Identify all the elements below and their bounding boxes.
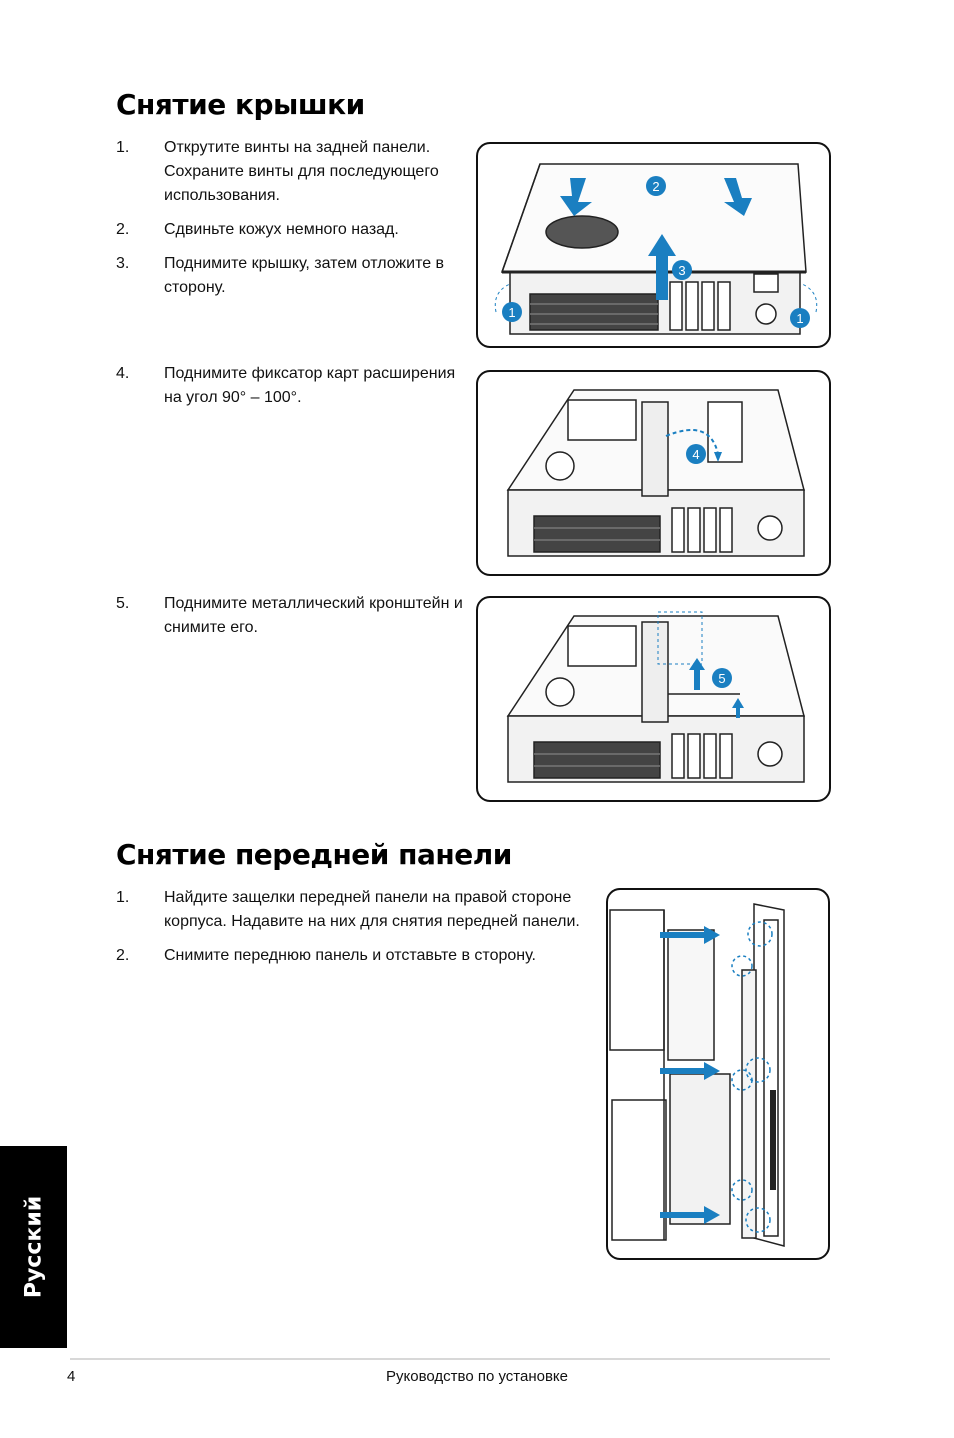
steps-expansion-lock: 4. Поднимите фиксатор карт расширения на…	[116, 362, 466, 420]
figure-cover-removal: 2 3 1 1	[476, 142, 831, 348]
step-text: Сдвиньте кожух немного назад.	[164, 221, 399, 238]
step-text: Поднимите крышку, затем отложите в сторо…	[164, 255, 445, 296]
step-number: 2.	[116, 221, 130, 238]
step-text: Снимите переднюю панель и отставьте в ст…	[164, 947, 536, 964]
section-title-remove-cover: Снятие крышки	[116, 88, 365, 121]
steps-remove-front-panel: 1. Найдите защелки передней панели на пр…	[116, 886, 586, 978]
callout-4: 4	[692, 447, 699, 462]
step-number: 5.	[116, 595, 130, 612]
bracket-illustration: 5	[506, 611, 805, 783]
steps-metal-bracket: 5. Поднимите металлический кронштейн и с…	[116, 592, 466, 650]
language-tab: Русский	[0, 1146, 67, 1348]
open-chassis-illustration: 4	[506, 389, 805, 557]
step-number: 3.	[116, 255, 130, 272]
step-text: Найдите защелки передней панели на право…	[164, 889, 580, 930]
step-number: 1.	[116, 889, 130, 906]
footer-divider	[70, 1358, 830, 1360]
callout-3: 3	[678, 263, 685, 278]
list-item: 1. Открутите винты на задней панели. Сох…	[116, 136, 466, 208]
step-number: 1.	[116, 139, 130, 156]
step-text: Открутите винты на задней панели. Сохран…	[164, 139, 439, 204]
step-number: 2.	[116, 947, 130, 964]
figure-expansion-lock: 4	[476, 370, 831, 576]
list-item: 2. Снимите переднюю панель и отставьте в…	[116, 944, 586, 968]
cover-illustration: 2 3 1 1	[494, 163, 818, 335]
callout-1-right: 1	[796, 311, 803, 326]
list-item: 1. Найдите защелки передней панели на пр…	[116, 886, 586, 934]
figure-metal-bracket: 5	[476, 596, 831, 802]
list-item: 4. Поднимите фиксатор карт расширения на…	[116, 362, 466, 410]
callout-5: 5	[718, 671, 725, 686]
page-number: 4	[67, 1368, 76, 1385]
step-text: Поднимите фиксатор карт расширения на уг…	[164, 365, 456, 406]
section-title-remove-front-panel: Снятие передней панели	[116, 838, 512, 871]
list-item: 2. Сдвиньте кожух немного назад.	[116, 218, 466, 242]
language-tab-label: Русский	[21, 1195, 46, 1299]
step-text: Поднимите металлический кронштейн и сним…	[164, 595, 463, 636]
footer-title: Руководство по установке	[386, 1368, 568, 1385]
step-number: 4.	[116, 365, 130, 382]
figure-front-panel	[606, 888, 830, 1260]
callout-2: 2	[652, 179, 659, 194]
front-panel-illustration	[609, 903, 785, 1247]
steps-remove-cover: 1. Открутите винты на задней панели. Сох…	[116, 136, 466, 310]
list-item: 3. Поднимите крышку, затем отложите в ст…	[116, 252, 466, 300]
list-item: 5. Поднимите металлический кронштейн и с…	[116, 592, 466, 640]
callout-1-left: 1	[508, 305, 515, 320]
